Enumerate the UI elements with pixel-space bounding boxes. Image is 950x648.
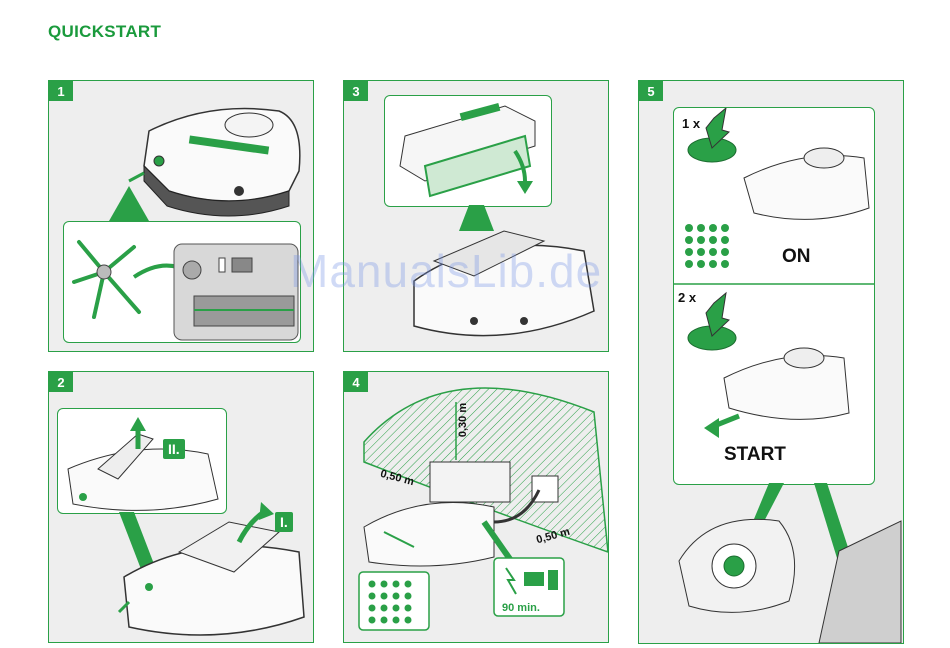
robot-open-illustration: [344, 81, 608, 351]
step-3-panel: 3: [343, 80, 609, 352]
step-1-panel: 1: [48, 80, 314, 352]
robot-lid-illustration: [49, 372, 313, 642]
page-title: QUICKSTART: [48, 22, 161, 42]
step-5-panel: 5 1 x ON 2 x STA: [638, 80, 904, 644]
placement-diagram: [344, 372, 608, 642]
step-2-panel: 2 II. I.: [48, 371, 314, 643]
side-brush-inset: [63, 221, 301, 343]
step-4-panel: 4 0,50 m 0,30 m 0,50 m 90 min.: [343, 371, 609, 643]
step-i-label: I.: [275, 512, 293, 532]
charge-time-label: 90 min.: [502, 602, 540, 614]
side-brush-icon: [64, 222, 300, 342]
remote-and-robot-illustration: [639, 81, 903, 643]
height-distance-label: 0,30 m: [457, 403, 469, 437]
